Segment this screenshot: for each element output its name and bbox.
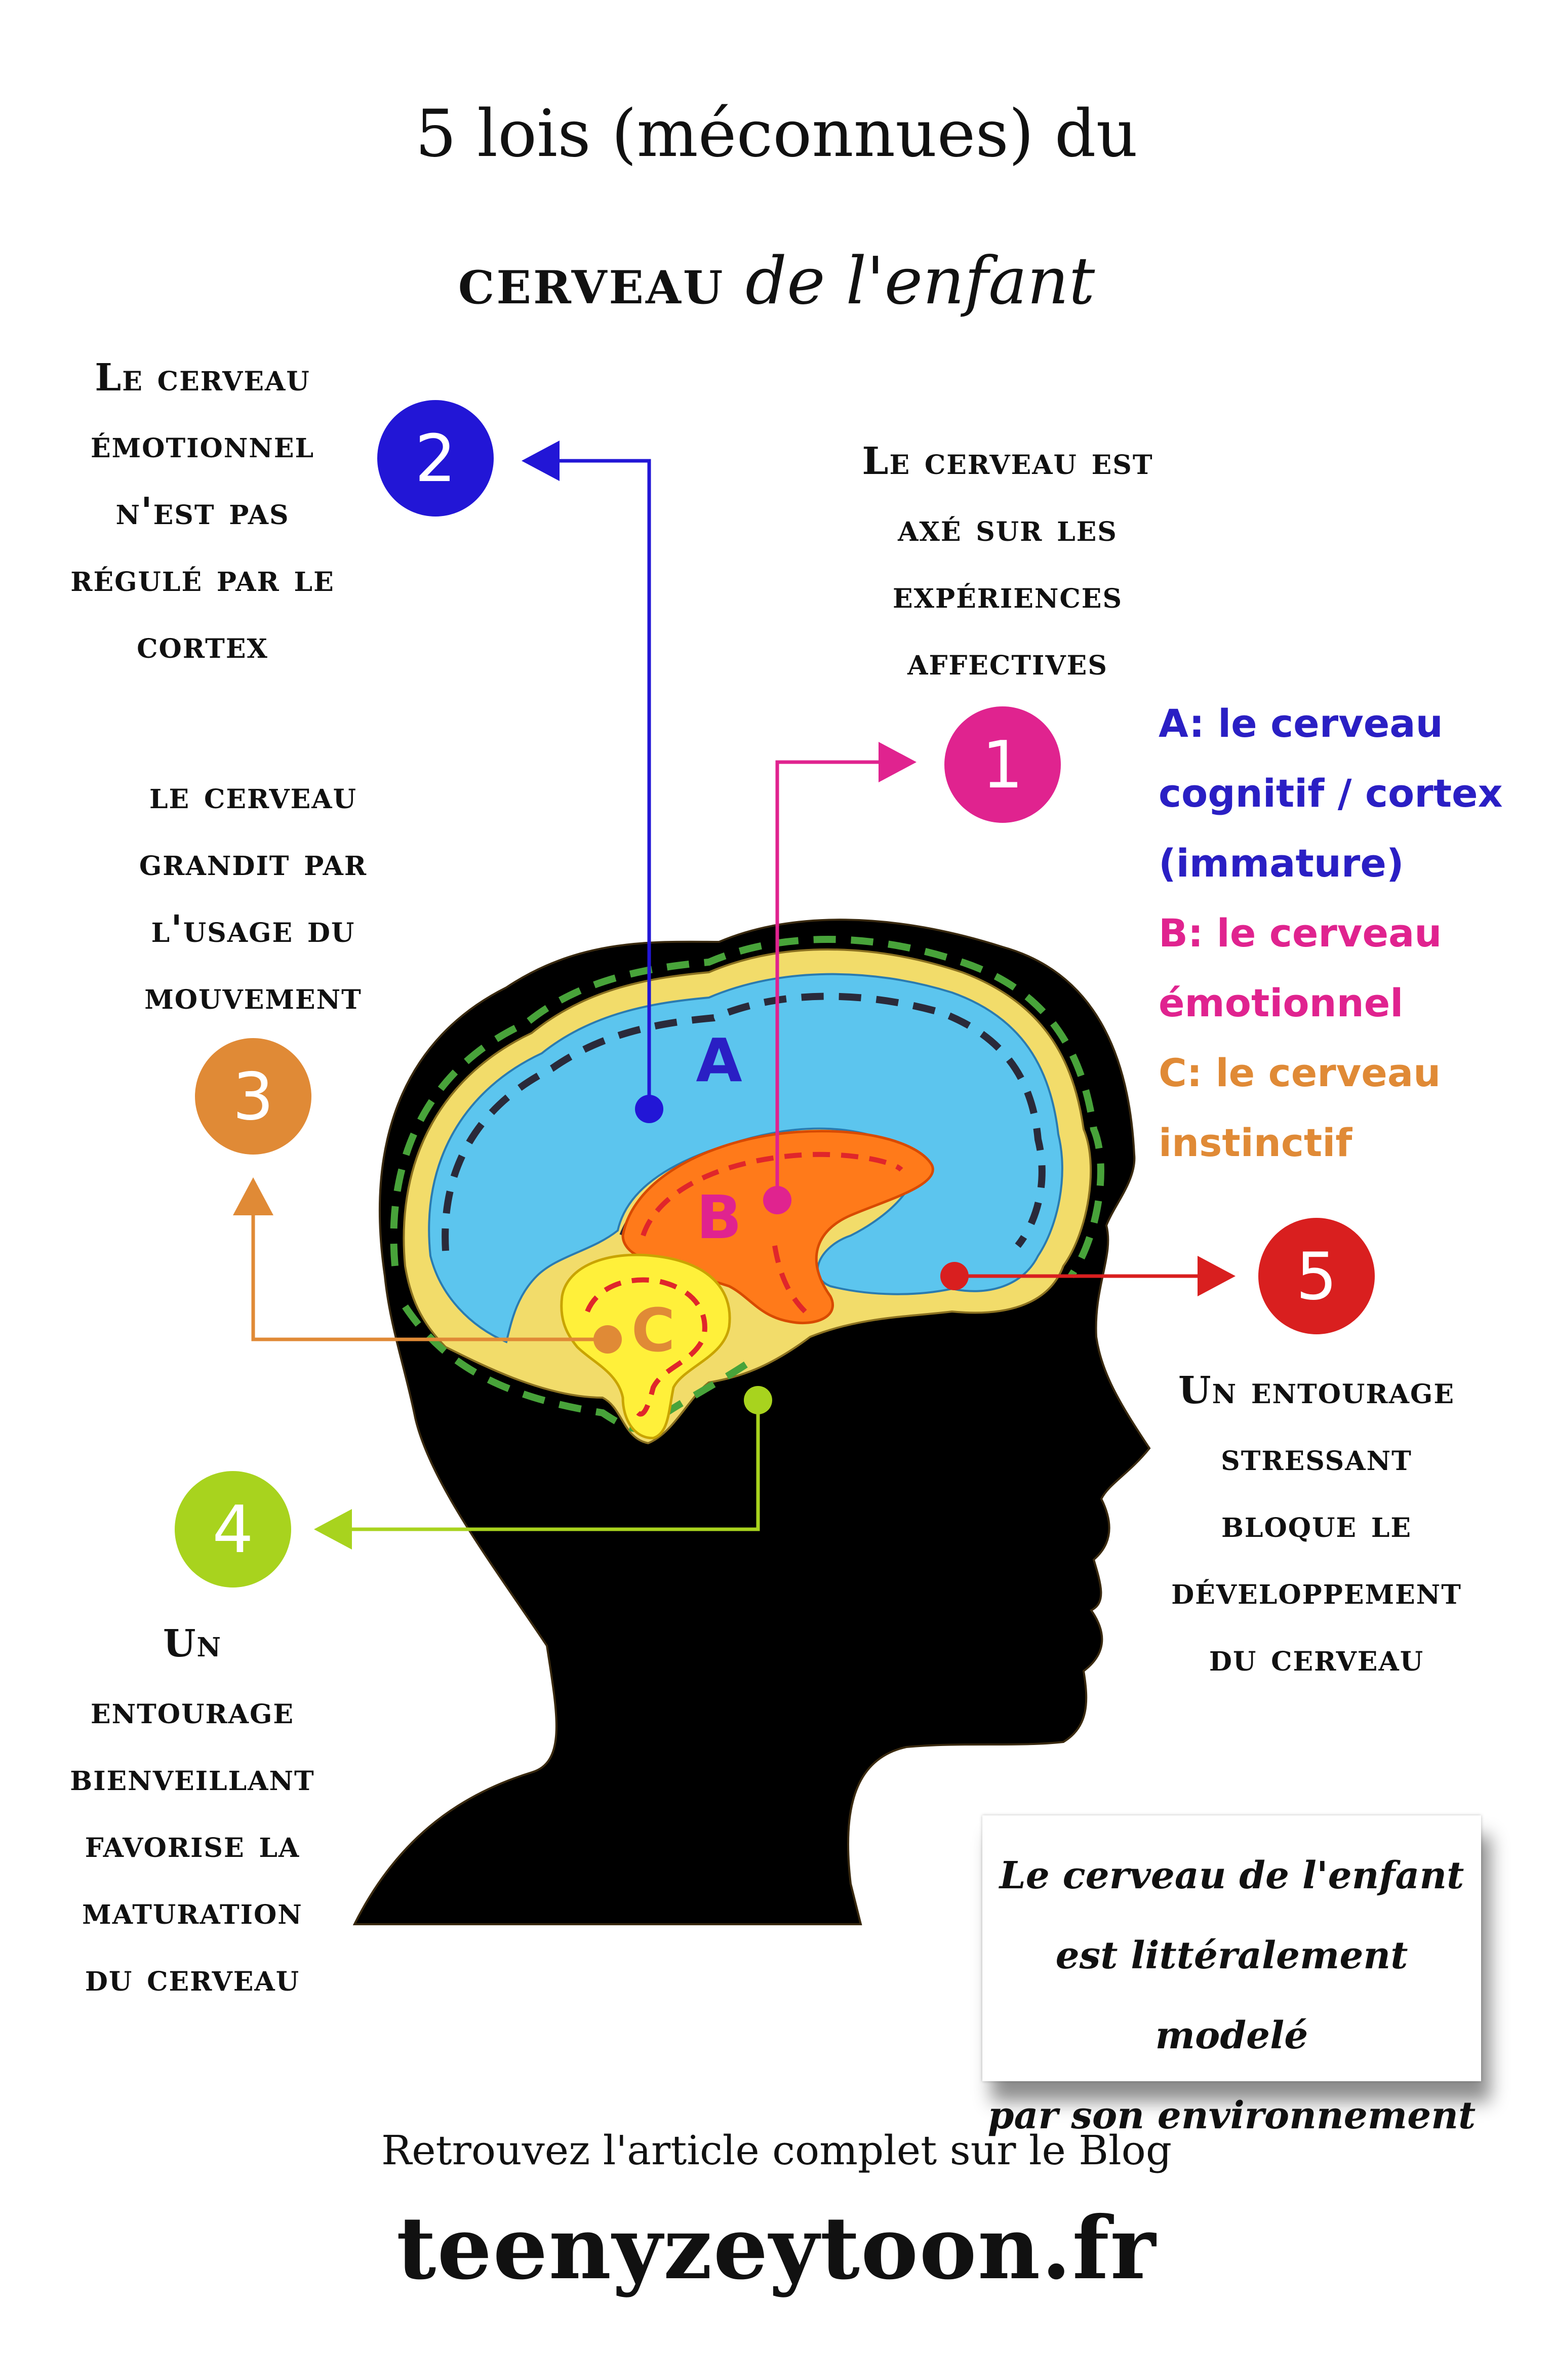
law-5-text: Un entourage stressant bloque le dévelop… xyxy=(1171,1369,1462,1680)
quote-card: Le cerveau de l'enfant est littéralement… xyxy=(982,1815,1481,2137)
law-number-3: 3 xyxy=(195,1038,311,1155)
svg-text:3: 3 xyxy=(232,1059,273,1135)
instinctive-region-c xyxy=(560,1253,731,1440)
legend-b: B: le cerveau émotionnel xyxy=(1159,910,1442,1025)
law-4-text: Un entourage bienveillant favorise la ma… xyxy=(70,1622,315,2000)
legend-a: A: le cerveau cognitif / cortex (immatur… xyxy=(1159,701,1503,886)
law-2-text: Le cerveau émotionnel n'est pas régulé p… xyxy=(70,356,335,667)
law-3-text: le cerveau grandit par l'usage du mouvem… xyxy=(139,774,368,1018)
title-rest: de l'enfant xyxy=(745,244,1095,319)
cortex-region-a xyxy=(428,973,1063,1343)
legend: A: le cerveau cognitif / cortex (immatur… xyxy=(1159,689,1543,1178)
law-number-1: 1 xyxy=(944,706,1061,823)
svg-text:4: 4 xyxy=(212,1492,253,1568)
law-1-text: Le cerveau est axé sur les expériences a… xyxy=(862,440,1153,684)
site-link[interactable]: teenyzeytoon.fr xyxy=(396,2198,1157,2299)
title-bold-word: cerveau xyxy=(458,243,725,319)
brain-label-b: B xyxy=(696,1182,742,1252)
law-number-5: 5 xyxy=(1258,1218,1375,1334)
svg-text:2: 2 xyxy=(415,421,456,497)
green-dashed-line xyxy=(390,936,1104,1278)
svg-text:5: 5 xyxy=(1296,1239,1337,1315)
quote-text: Le cerveau de l'enfant est littéralement… xyxy=(987,1854,1476,2137)
law-number-2: 2 xyxy=(377,400,494,517)
page-subtitle: cerveau de l'enfant xyxy=(0,243,1553,319)
svg-text:1: 1 xyxy=(982,728,1023,803)
brain-label-c: C xyxy=(631,1295,675,1365)
footer-caption: Retrouvez l'article complet sur le Blog xyxy=(381,2127,1172,2174)
legend-c: C: le cerveau instinctif xyxy=(1159,1050,1441,1165)
law-number-4: 4 xyxy=(175,1471,291,1588)
brain-label-a: A xyxy=(696,1025,742,1095)
page-title: 5 lois (méconnues) du xyxy=(415,96,1138,172)
